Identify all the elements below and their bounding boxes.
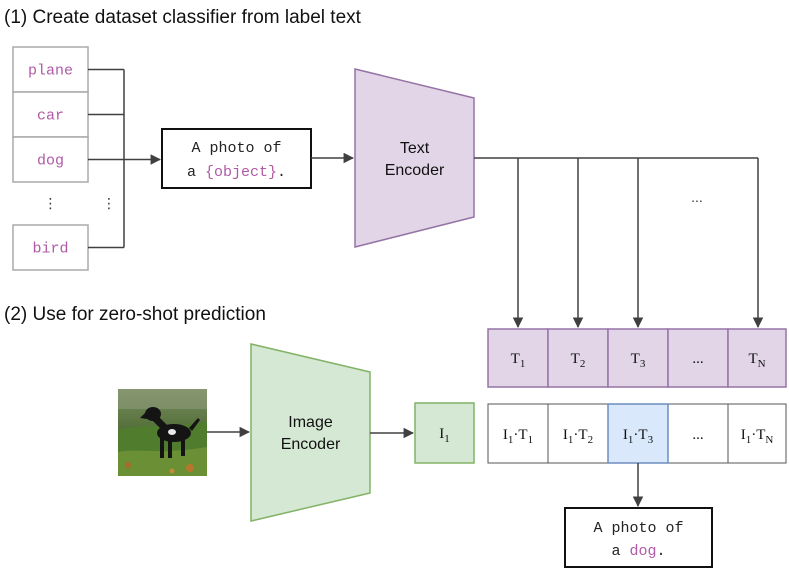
i1t2-label: I1·T2 [563,427,593,446]
prompt-template-box [161,128,312,189]
similarity-cell [487,403,549,464]
text-embedding-cell [727,328,787,388]
prompt-line2: a {object}. [187,164,286,181]
label-dog: dog [37,153,64,170]
prediction-line2: a dog. [611,543,665,560]
text-embedding-cell [487,328,549,388]
label-box-car [12,91,89,138]
i1t3-label: I1·T3 [623,427,654,446]
label-car: car [37,108,64,125]
prediction-prefix: a [611,543,629,560]
i1-label: I1 [439,426,450,445]
prediction-label: dog [629,543,656,560]
label-bird: bird [32,241,68,258]
t2-label: T2 [571,351,586,370]
text-embedding-connectors: ... [474,157,764,329]
step2-title: (2) Use for zero-shot prediction [4,304,266,325]
label-plane: plane [28,63,73,80]
image-encoder-line2: Encoder [281,436,341,453]
similarity-row: I1·T1 I1·T2 I1·T3 ... I1·TN [487,403,787,464]
prompt-suffix: . [277,164,286,181]
connector-ellipsis: ⋮ [102,196,116,212]
t-ellipsis-label: ... [692,351,703,367]
label-box-dog [12,136,89,183]
image-encoder-line1: Image [288,414,333,431]
prediction-suffix: . [657,543,666,560]
prompt-prefix: a [187,164,205,181]
step1-title: (1) Create dataset classifier from label… [4,7,362,28]
similarity-cell [547,403,609,464]
image-embedding-box [414,402,475,464]
text-encoder-line1: Text [400,140,430,157]
t3-label: T3 [631,351,646,370]
label-connectors [88,68,162,249]
similarity-cell-highlighted [607,403,669,464]
text-encoder-line2: Encoder [385,162,445,179]
label-list: plane car dog bird ⋮ ⋮ [12,46,116,271]
prompt-placeholder: {object} [205,164,277,181]
text-encoder [354,68,475,248]
i1t1-label: I1·T1 [503,427,533,446]
dog-photo [118,389,207,476]
similarity-ellipsis-label: ... [692,427,703,443]
tn-label: TN [748,351,765,370]
prediction-box [564,507,713,568]
text-embedding-cell [547,328,609,388]
text-embedding-row: T1 T2 T3 ... TN [487,328,787,388]
labels-ellipsis: ⋮ [44,196,58,212]
distribution-ellipsis: ... [691,189,703,205]
prediction-line1: A photo of [593,520,683,537]
image-encoder [250,343,371,522]
prompt-line1: A photo of [191,140,281,157]
similarity-cell [727,403,787,464]
i1tn-label: I1·TN [741,427,774,446]
label-box-plane [12,46,89,93]
t1-label: T1 [511,351,526,370]
text-embedding-cell [667,328,729,388]
